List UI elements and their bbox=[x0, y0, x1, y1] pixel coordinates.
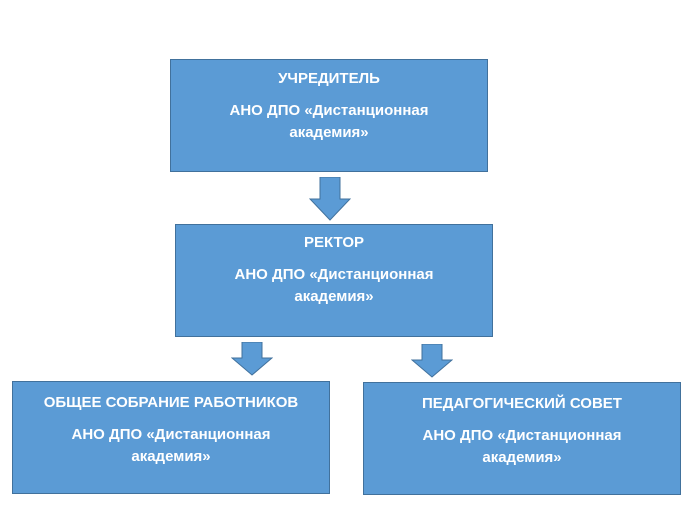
rector-box: РЕКТОР АНО ДПО «Дистанционная академия» bbox=[175, 224, 493, 337]
founder-title: УЧРЕДИТЕЛЬ bbox=[278, 70, 380, 87]
general-meeting-title: ОБЩЕЕ СОБРАНИЕ РАБОТНИКОВ bbox=[43, 394, 299, 411]
arrow-rector-to-general-meeting bbox=[231, 342, 273, 376]
pedagogical-council-box: ПЕДАГОГИЧЕСКИЙ СОВЕТ АНО ДПО «Дистанцион… bbox=[363, 382, 681, 495]
pedagogical-council-org-line1: АНО ДПО «Дистанционная bbox=[422, 427, 622, 444]
pedagogical-council-org-line2: академия» bbox=[482, 449, 562, 466]
general-meeting-org-line2: академия» bbox=[131, 448, 211, 465]
founder-box: УЧРЕДИТЕЛЬ АНО ДПО «Дистанционная академ… bbox=[170, 59, 488, 172]
pedagogical-council-title: ПЕДАГОГИЧЕСКИЙ СОВЕТ bbox=[422, 395, 622, 412]
general-meeting-org-line1: АНО ДПО «Дистанционная bbox=[71, 426, 271, 443]
arrow-founder-to-rector bbox=[309, 177, 351, 221]
general-meeting-box: ОБЩЕЕ СОБРАНИЕ РАБОТНИКОВ АНО ДПО «Диста… bbox=[12, 381, 330, 494]
rector-org-line2: академия» bbox=[294, 288, 374, 305]
founder-org-line1: АНО ДПО «Дистанционная bbox=[229, 102, 429, 119]
founder-org-line2: академия» bbox=[289, 124, 369, 141]
arrow-rector-to-pedagogical-council bbox=[411, 344, 453, 378]
rector-org-line1: АНО ДПО «Дистанционная bbox=[234, 266, 434, 283]
rector-title: РЕКТОР bbox=[304, 234, 364, 251]
